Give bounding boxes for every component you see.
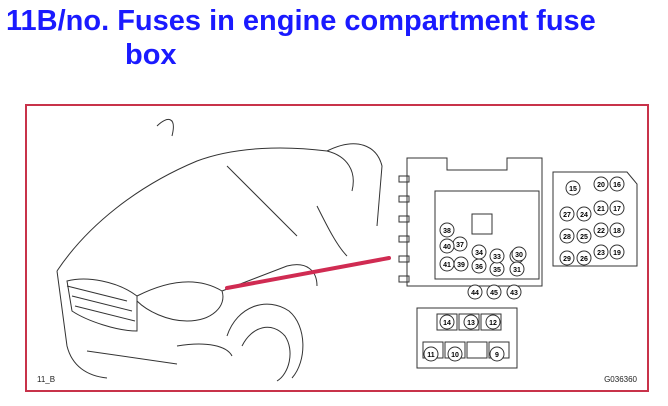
fuse-marker	[593, 200, 609, 216]
fuse-marker	[576, 206, 592, 222]
fuse-marker	[509, 261, 525, 277]
fuse-number: 9	[495, 352, 499, 359]
fuse-marker	[559, 206, 575, 222]
fuse-marker	[489, 346, 505, 362]
fuse-number: 21	[597, 206, 605, 213]
fuse-number: 22	[597, 228, 605, 235]
fuse-labels: 4445433837363534333231304140391520162724…	[423, 176, 625, 362]
fuse-marker	[593, 222, 609, 238]
fuse-number: 35	[493, 267, 501, 274]
car-illustration	[56, 118, 383, 382]
fuse-number: 26	[580, 256, 588, 263]
fuse-marker	[447, 346, 463, 362]
fuse-number: 41	[443, 262, 451, 269]
fuse-marker	[609, 176, 625, 192]
fuse-number: 20	[597, 182, 605, 189]
fuse-marker	[439, 222, 455, 238]
fuse-number: 13	[467, 320, 475, 327]
figure-code-right: G036360	[604, 375, 637, 384]
fuse-number: 28	[563, 234, 571, 241]
fuse-marker	[593, 244, 609, 260]
fuse-number: 36	[475, 264, 483, 271]
fuse-number: 23	[597, 250, 605, 257]
fuse-marker	[439, 238, 455, 254]
fuse-number: 40	[443, 244, 451, 251]
fuse-marker	[609, 200, 625, 216]
side-fuse-box	[552, 171, 638, 267]
fuse-number: 45	[490, 290, 498, 297]
fuse-number: 29	[563, 256, 571, 263]
fuse-marker	[609, 244, 625, 260]
fuse-number: 43	[510, 290, 518, 297]
fuse-number: 34	[475, 250, 483, 257]
fuse-number: 30	[515, 252, 523, 259]
fuse-marker	[463, 314, 479, 330]
fuse-marker	[485, 314, 501, 330]
car-fusebox-diagram: 4445433837363534333231304140391520162724…	[56, 118, 638, 382]
fuse-marker	[486, 284, 502, 300]
fuse-number: 38	[443, 228, 451, 235]
fuse-marker	[559, 228, 575, 244]
fuse-marker	[423, 346, 439, 362]
title-line-1: 11B/no. Fuses in engine compartment fuse	[6, 5, 596, 37]
fuse-number: 14	[443, 320, 451, 327]
fuse-marker	[453, 256, 469, 272]
fuse-number: 17	[613, 206, 621, 213]
fuse-marker	[559, 250, 575, 266]
fuse-number: 27	[563, 212, 571, 219]
figure-code-left: 11_B	[37, 375, 56, 384]
fuse-number: 15	[569, 186, 577, 193]
fuse-number: 44	[471, 290, 479, 297]
fuse-marker	[471, 244, 487, 260]
fuse-number: 37	[456, 242, 464, 249]
fuse-number: 25	[580, 234, 588, 241]
fuse-number: 19	[613, 250, 621, 257]
fuse-marker	[593, 176, 609, 192]
bottom-fuse-box	[416, 307, 518, 369]
fuse-marker	[511, 246, 527, 262]
fuse-number: 16	[613, 182, 621, 189]
fuse-number: 12	[489, 320, 497, 327]
page-title: 11B/no. Fuses in engine compartment fuse…	[6, 4, 656, 72]
fuse-marker	[439, 314, 455, 330]
fuse-number: 11	[427, 352, 435, 359]
fuse-number: 31	[513, 267, 521, 274]
fuse-marker	[467, 284, 483, 300]
fuse-number: 18	[613, 228, 621, 235]
fuse-number: 33	[493, 254, 501, 261]
main-fuse-box	[398, 157, 543, 287]
pointer-line	[225, 256, 391, 290]
fuse-marker	[576, 228, 592, 244]
fuse-marker	[609, 222, 625, 238]
fuse-number: 24	[580, 212, 588, 219]
diagram-frame: 4445433837363534333231304140391520162724…	[25, 104, 649, 392]
fuse-number: 39	[457, 262, 465, 269]
fuse-marker	[506, 284, 522, 300]
fuse-marker	[576, 250, 592, 266]
fuse-number: 10	[451, 352, 459, 359]
fuse-marker	[489, 248, 505, 264]
fuse-marker	[565, 180, 581, 196]
title-line-2: box	[125, 39, 177, 71]
